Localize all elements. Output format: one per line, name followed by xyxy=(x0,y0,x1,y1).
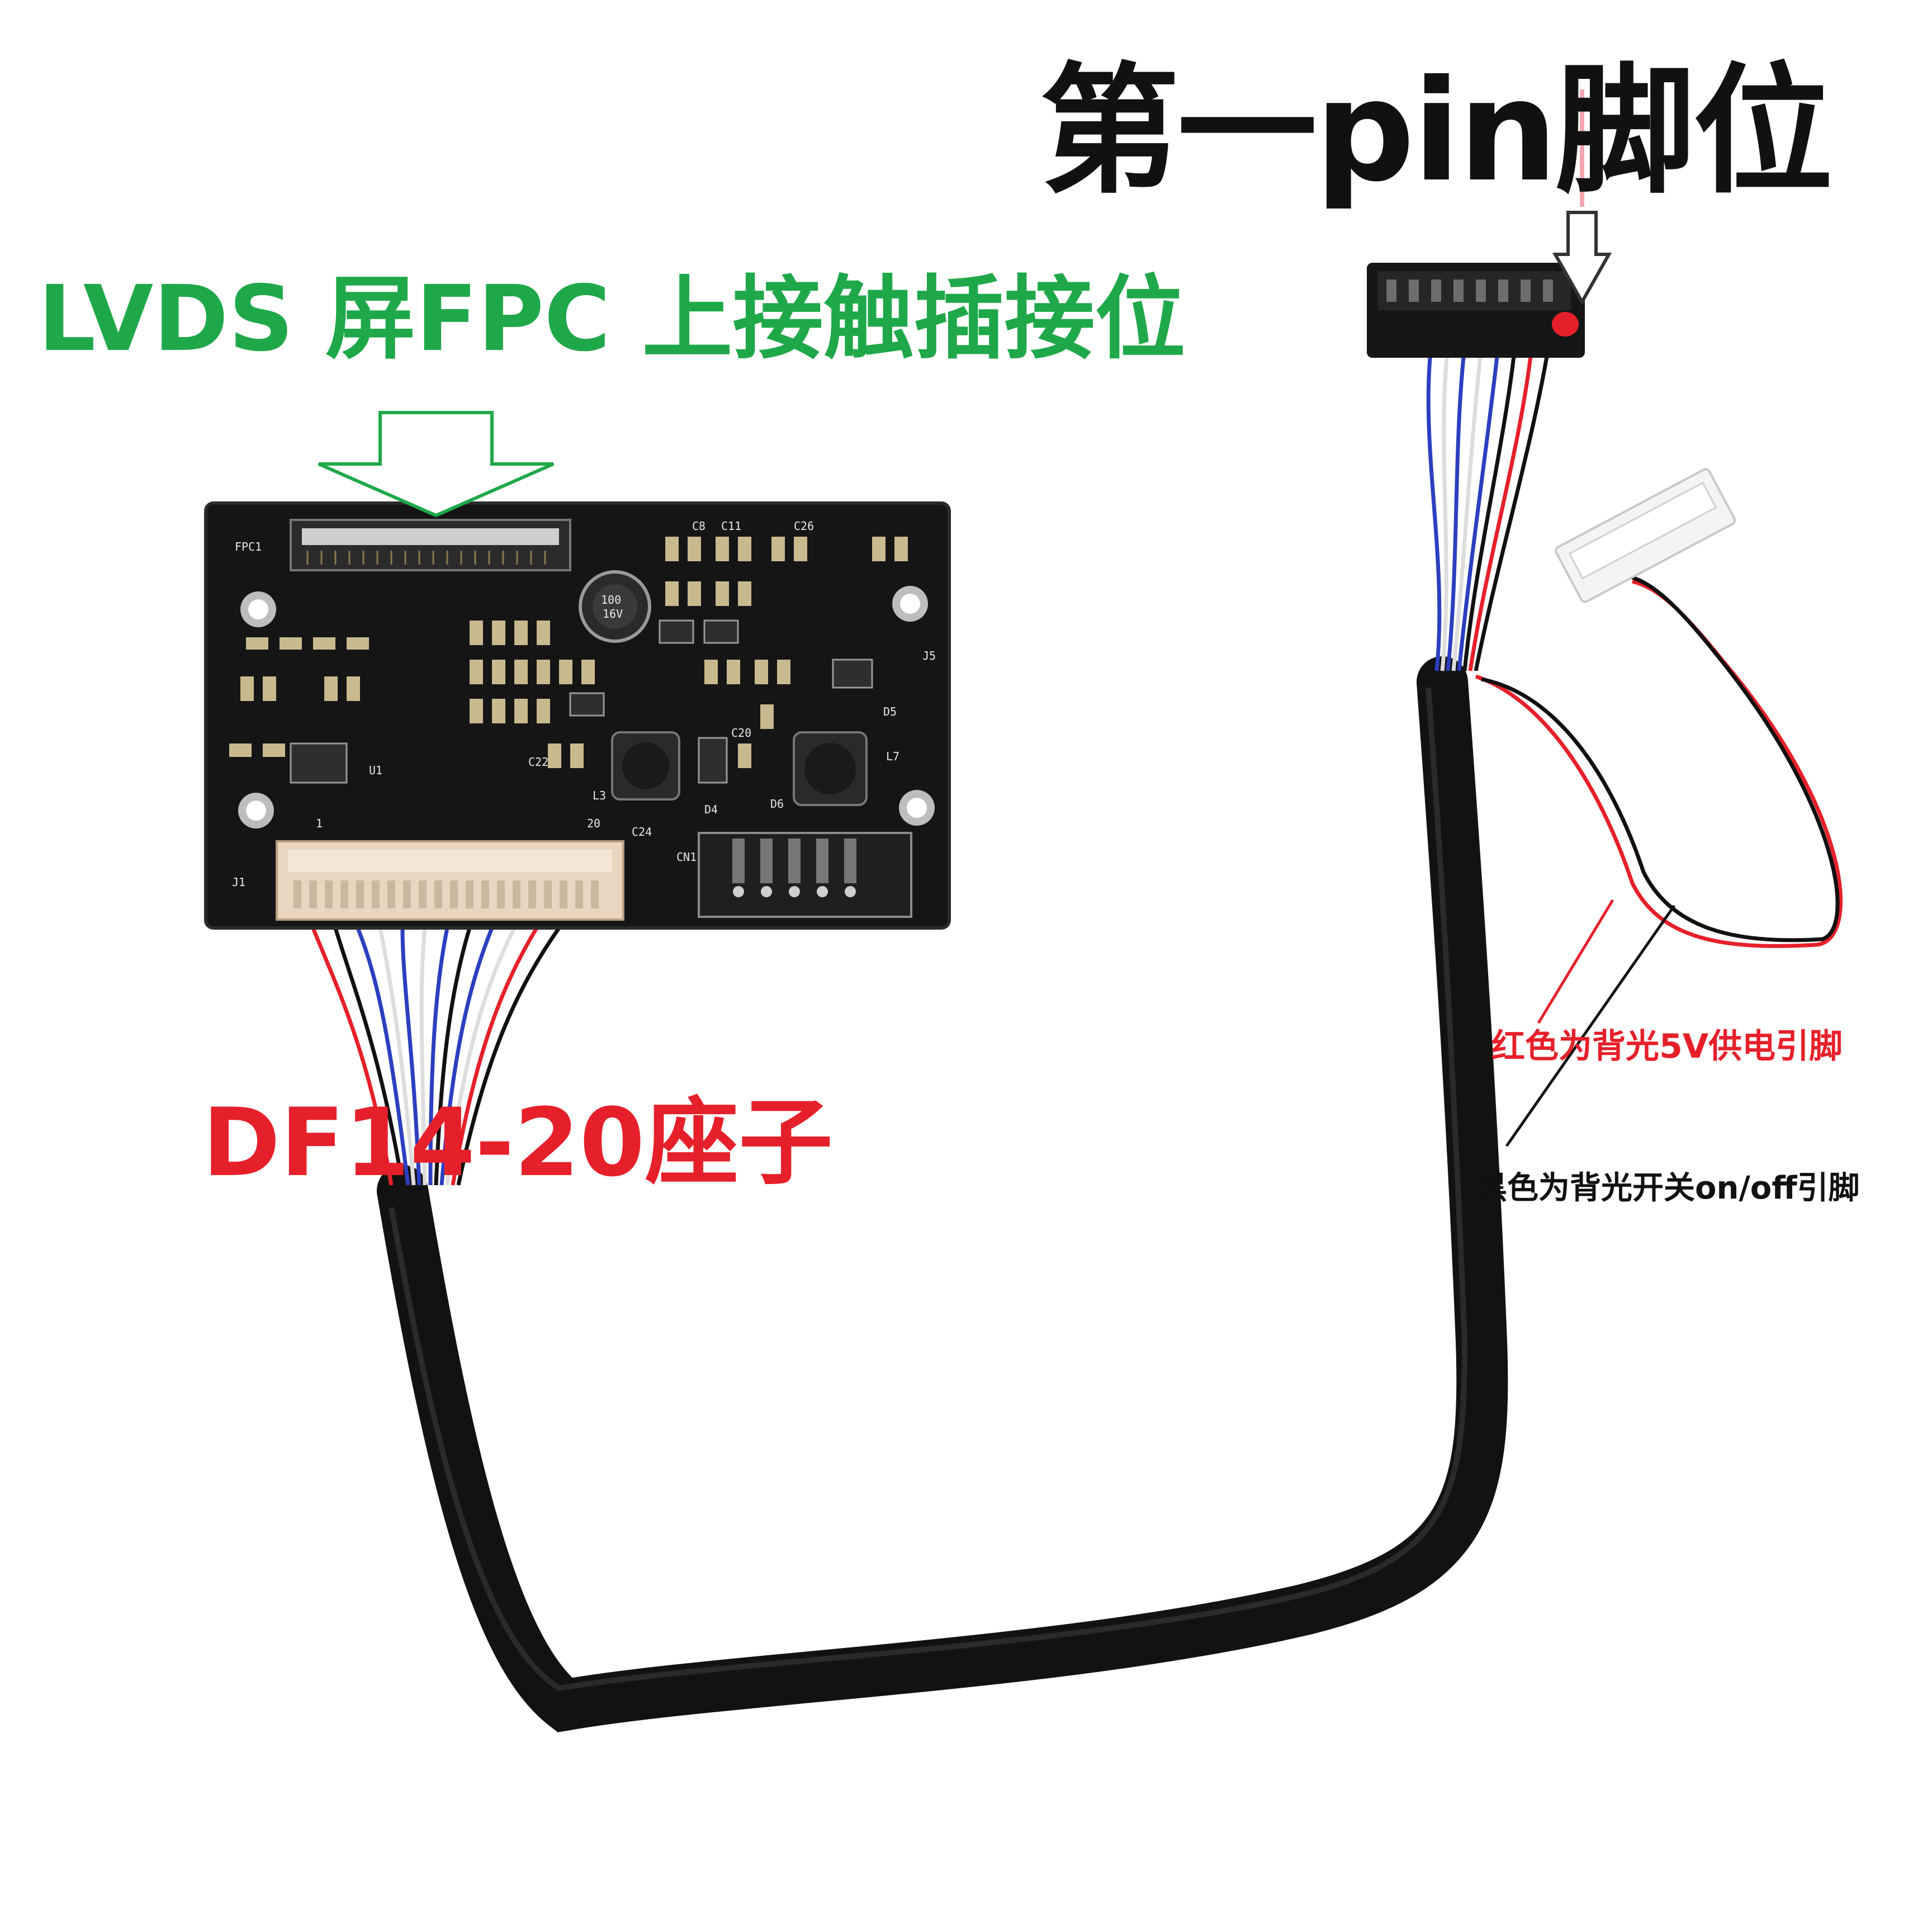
silk-c26: C26 xyxy=(794,519,814,533)
silk-c20: C20 xyxy=(731,726,751,740)
silk-u1: U1 xyxy=(369,764,382,777)
first-pin-title: 第一pin脚位 xyxy=(1040,50,1833,212)
cn1-connector xyxy=(698,832,912,918)
red-wire-label: 红色为背光5V供电引脚 xyxy=(1491,1027,1843,1066)
lvds-fpc-label: LVDS 屏FPC 上接触插接位 xyxy=(38,267,1186,372)
silk-pin1: 1 xyxy=(316,817,323,830)
silk-l7: L7 xyxy=(886,750,899,763)
pin1-arrow-icon xyxy=(1552,211,1612,306)
cap-text-100: 100 xyxy=(601,593,621,607)
silk-c11: C11 xyxy=(721,519,741,533)
backlight-red-wire xyxy=(1475,579,1843,948)
cap-text-16v: 16V xyxy=(603,607,623,621)
cable-sleeve xyxy=(377,656,1508,1732)
silk-c24: C24 xyxy=(632,825,652,839)
df14-cable-connector xyxy=(1367,263,1585,358)
silk-j5: J5 xyxy=(922,649,936,662)
df14-socket-label: DF14-20座子 xyxy=(202,1088,833,1197)
silk-fpc1: FPC1 xyxy=(235,540,262,553)
wire-bundle-top xyxy=(1426,346,1551,671)
silk-c22: C22 xyxy=(528,755,548,769)
red-wire-leader xyxy=(1537,899,1614,1024)
backlight-connector xyxy=(1555,468,1736,603)
silk-d5: D5 xyxy=(883,705,897,718)
silk-cn1: CN1 xyxy=(676,850,697,864)
silk-pin20: 20 xyxy=(587,817,600,830)
black-wire-label: 黑色为背光开关on/off引脚 xyxy=(1476,1170,1860,1206)
pin1-marker xyxy=(1552,312,1579,337)
silk-c8: C8 xyxy=(692,519,705,533)
silk-j1: J1 xyxy=(232,875,245,889)
silk-d4: D4 xyxy=(704,803,718,816)
fpc-arrow-icon xyxy=(318,411,555,518)
backlight-black-wire xyxy=(1481,574,1840,943)
black-wire-leader xyxy=(1505,905,1676,1147)
pcb-board: FPC1 U1 J1 CN1 J5 L3 L7 D4 D5 D6 C8 C11 … xyxy=(204,501,951,930)
silk-l3: L3 xyxy=(593,789,606,802)
wire-bundle-bottom xyxy=(311,926,561,1186)
silk-d6: D6 xyxy=(770,797,784,811)
cable-sleeve-sheen xyxy=(389,687,1468,1692)
